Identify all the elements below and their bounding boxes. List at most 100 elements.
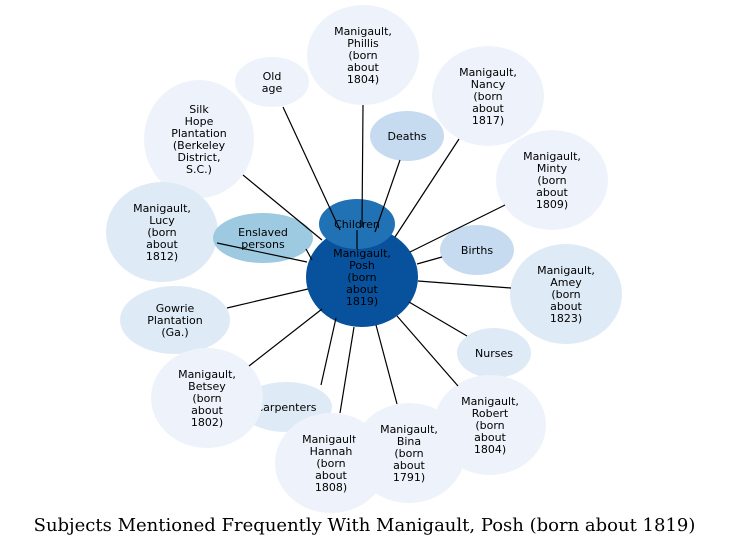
node-phillis-label-line: (born (348, 49, 377, 62)
node-amey-label-line: (born (551, 288, 580, 301)
diagram-caption: Subjects Mentioned Frequently With Manig… (33, 515, 696, 536)
node-lucy-label-line: Manigault, (133, 202, 191, 215)
edge-center-amey (417, 280, 512, 289)
node-gowrie-label-line: (Ga.) (161, 326, 188, 339)
node-hannah-label-line: Manigault, (302, 433, 360, 446)
node-deaths-label-line: Deaths (388, 130, 427, 143)
node-gowrie-label-line: Plantation (147, 314, 203, 327)
node-amey-bubble (510, 244, 622, 344)
node-betsey-bubble (151, 348, 263, 448)
node-robert-label-line: Manigault, (461, 395, 519, 408)
node-nancy-label-line: about (472, 102, 504, 115)
node-births[interactable]: Births (440, 225, 514, 275)
node-amey-label-line: Amey (550, 276, 582, 289)
node-silk-hope-label-line: S.C.) (186, 163, 212, 176)
node-hannah-label-line: about (315, 469, 347, 482)
edge-center-nancy (394, 138, 460, 238)
node-nancy-bubble (432, 46, 544, 146)
node-hannah-label-line: 1808) (315, 481, 347, 494)
edge-center-bina (375, 324, 398, 405)
node-nancy-label-line: 1817) (472, 114, 504, 127)
node-bina-label-line: about (393, 459, 425, 472)
node-old-age-label-line: Old (263, 70, 282, 83)
node-betsey-label-line: Manigault, (178, 368, 236, 381)
node-robert-label-line: Robert (472, 407, 509, 420)
edge-center-nurses (408, 301, 468, 337)
node-nurses[interactable]: Nurses (457, 328, 531, 378)
node-phillis-label-line: about (347, 61, 379, 74)
node-minty-label-line: (born (537, 174, 566, 187)
node-old-age-label-line: age (262, 82, 283, 95)
edges (216, 104, 512, 414)
node-enslaved-label-line: persons (241, 238, 285, 251)
node-children-label-line: Children (334, 218, 380, 231)
node-betsey-label-line: (born (192, 392, 221, 405)
node-center-bubble (306, 227, 418, 327)
edge-center-phillis (361, 104, 364, 228)
node-lucy-label-line: about (146, 238, 178, 251)
node-lucy-label-line: Lucy (149, 214, 175, 227)
node-children-bubble (319, 199, 395, 249)
node-minty-label-line: Manigault, (523, 150, 581, 163)
node-children[interactable]: Children (319, 199, 395, 249)
edge-center-gowrie (226, 288, 309, 309)
node-bina-label-line: (born (394, 447, 423, 460)
edge-center-minty (409, 204, 506, 253)
node-center-label-line: Manigault, (333, 247, 391, 260)
node-minty-label-line: about (536, 186, 568, 199)
node-robert-label-line: 1804) (474, 443, 506, 456)
node-silk-hope-bubble (144, 80, 254, 198)
node-old-age-bubble (235, 57, 309, 107)
node-center-label-line: 1819) (346, 295, 378, 308)
node-robert-label-line: about (474, 431, 506, 444)
node-amey-label-line: about (550, 300, 582, 313)
node-bina-bubble (353, 403, 465, 503)
node-silk-hope-label-line: Hope (185, 115, 214, 128)
node-phillis-label-line: Manigault, (334, 25, 392, 38)
node-nancy-label-line: Manigault, (459, 66, 517, 79)
node-gowrie-bubble (120, 286, 230, 354)
node-births-bubble (440, 225, 514, 275)
node-amey-label-line: Manigault, (537, 264, 595, 277)
edge-center-lucy (216, 242, 308, 263)
edge-center-betsey (248, 308, 323, 367)
node-bina-label-line: 1791) (393, 471, 425, 484)
node-phillis-label-line: Phillis (347, 37, 379, 50)
node-nurses-label-line: Nurses (475, 347, 513, 360)
node-center-label-line: Posh (349, 259, 375, 272)
node-hannah-label-line: Hannah (310, 445, 353, 458)
node-births-label-line: Births (461, 244, 493, 257)
edge-center-hannah (339, 326, 355, 414)
node-minty-label-line: 1809) (536, 198, 568, 211)
node-enslaved-bubble (213, 213, 313, 263)
edge-center-silk-hope (242, 174, 323, 241)
node-silk-hope-label-line: Silk (189, 103, 209, 116)
node-deaths[interactable]: Deaths (370, 111, 444, 161)
edge-center-deaths (374, 159, 401, 233)
node-lucy-label-line: (born (147, 226, 176, 239)
node-silk-hope[interactable]: SilkHopePlantation(BerkeleyDistrict,S.C.… (144, 80, 254, 198)
edge-center-enslaved (305, 248, 313, 261)
edge-center-robert (396, 315, 459, 387)
node-minty-bubble (496, 130, 608, 230)
edge-center-old-age (282, 106, 341, 231)
node-center-label-line: about (346, 283, 378, 296)
node-enslaved-label-line: Enslaved (238, 226, 288, 239)
subject-network-diagram: Manigault,Phillis(bornabout1804)OldageMa… (106, 5, 622, 513)
node-carpenters-label-line: Carpenters (256, 401, 317, 414)
node-amey-label-line: 1823) (550, 312, 582, 325)
node-deaths-bubble (370, 111, 444, 161)
edge-center-births (416, 256, 443, 265)
node-minty-label-line: Minty (537, 162, 568, 175)
